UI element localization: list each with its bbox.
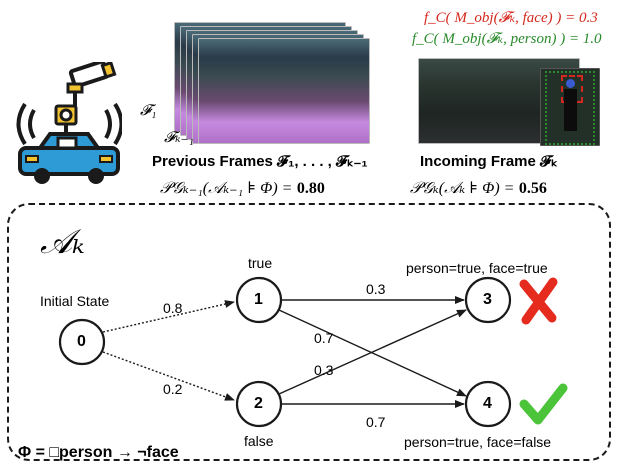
prob-0-2: 0.2 bbox=[163, 381, 183, 397]
edge-0-2 bbox=[102, 351, 235, 401]
person-body bbox=[564, 89, 577, 131]
prob-1-3: 0.3 bbox=[366, 281, 386, 297]
state-0-circle bbox=[58, 318, 106, 366]
cross-mark-icon bbox=[519, 277, 558, 325]
state-1-circle bbox=[235, 276, 283, 324]
prob-2-4: 0.7 bbox=[366, 414, 386, 430]
check-mark-icon bbox=[519, 383, 568, 425]
previous-frames-label: Previous Frames 𝓕₁, . . . , 𝓕ₖ₋₁ bbox=[152, 153, 368, 170]
previous-pg: 𝒫𝒢ₖ₋₁(𝒜ₖ₋₁ ⊧ Φ) = 0.80 bbox=[160, 178, 325, 198]
face-confidence: f_C( M_obj(𝓕ₖ, face) ) = 0.3 bbox=[424, 10, 598, 26]
incoming-frame-label: Incoming Frame 𝓕ₖ bbox=[420, 153, 558, 170]
ltl-formula: Φ = □person → ¬face bbox=[18, 444, 179, 461]
automaton-panel bbox=[7, 203, 611, 461]
state-3-circle bbox=[464, 276, 512, 324]
frame-index-first: 𝓕₁ bbox=[140, 103, 157, 119]
person-bounding-box bbox=[545, 71, 595, 145]
previous-pg-label: 𝒫𝒢ₖ₋₁(𝒜ₖ₋₁ ⊧ Φ) = bbox=[160, 180, 293, 197]
state-3-label: 3 bbox=[483, 291, 492, 308]
state-4-label: 4 bbox=[483, 395, 492, 412]
state-3-annotation: person=true, face=true bbox=[406, 260, 548, 276]
frame-index-last: 𝓕ₖ₋₁ bbox=[164, 130, 194, 146]
incoming-pg-value: 0.56 bbox=[518, 180, 547, 197]
person-confidence: f_C( M_obj(𝓕ₖ, person) ) = 1.0 bbox=[412, 31, 602, 47]
initial-state-label: Initial State bbox=[40, 293, 110, 309]
incoming-pg-label: 𝒫𝒢ₖ(𝒜ₖ ⊧ Φ) = bbox=[410, 180, 515, 197]
edge-2-3 bbox=[278, 309, 467, 395]
state-1-label: 1 bbox=[254, 291, 263, 308]
incoming-frame-zoom bbox=[540, 68, 600, 146]
incoming-pg: 𝒫𝒢ₖ(𝒜ₖ ⊧ Φ) = 0.56 bbox=[410, 178, 547, 198]
state-4-circle bbox=[464, 380, 512, 428]
prob-2-3: 0.3 bbox=[314, 362, 334, 378]
state-1-annotation: true bbox=[248, 255, 273, 271]
latest-previous-frame bbox=[198, 38, 370, 144]
state-4-annotation: person=true, face=false bbox=[404, 434, 552, 450]
prob-0-1: 0.8 bbox=[163, 300, 183, 316]
person-figure bbox=[566, 79, 575, 88]
prob-1-4: 0.7 bbox=[314, 330, 334, 346]
automaton-name: 𝒜ₖ bbox=[40, 224, 85, 261]
state-2-circle bbox=[235, 380, 283, 428]
state-2-annotation: false bbox=[244, 433, 274, 449]
previous-pg-value: 0.80 bbox=[296, 180, 325, 197]
edge-1-4 bbox=[278, 309, 467, 397]
state-0-label: 0 bbox=[77, 333, 86, 350]
state-2-label: 2 bbox=[254, 395, 263, 412]
surveillance-car-icon bbox=[16, 62, 122, 184]
